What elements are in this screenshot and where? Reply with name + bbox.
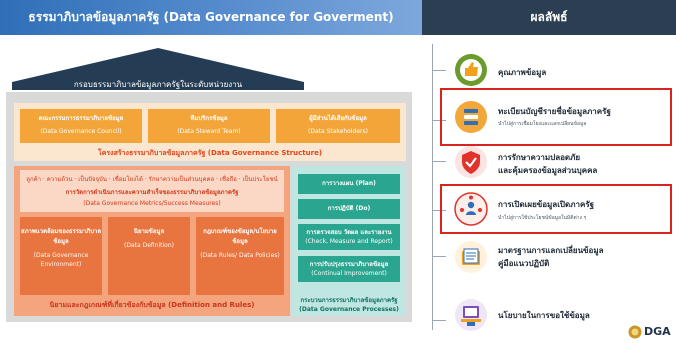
framework-roof [12, 48, 304, 90]
plan-card-title: การวางแผน (Plan) [322, 180, 376, 187]
result-title: การรักษาความปลอดภัย [498, 153, 581, 162]
result-title: นโยบายในการขอใช้ข้อมูล [498, 311, 590, 320]
check-card: การตรวจสอบ วัดผล และรายงาน (Check, Measu… [298, 224, 400, 250]
improvement-card-title: การปรับปรุงธรรมาภิบาลข้อมูล [309, 261, 389, 268]
highlight-box-open-data [440, 184, 672, 234]
standards-book-icon [455, 241, 487, 273]
process-label-title: กระบวนการธรรมาภิบาลข้อมูลภาครัฐ [300, 297, 398, 304]
steward-card-title: ทีมบริกรข้อมูล [190, 115, 228, 122]
results-header: ผลลัพธ์ [422, 0, 676, 35]
open-data-icon [454, 192, 488, 226]
timeline-tick [432, 120, 446, 121]
timeline-tick [432, 256, 446, 257]
plan-card: การวางแผน (Plan) [298, 174, 400, 194]
process-label-subtitle: (Data Governance Processes) [299, 306, 399, 313]
steward-card-subtitle: (Data Steward Team) [177, 128, 241, 135]
timeline-tick [432, 161, 446, 162]
definition-card: นิยามข้อมูล (Data Definition) [108, 217, 190, 295]
result-title: การเปิดเผยข้อมูลเปิดภาครัฐ [498, 200, 595, 209]
improvement-card-subtitle: (Continual Improvement) [311, 270, 387, 277]
environment-card: สภาพแวดล้อมของธรรมาภิบาลข้อมูล (Data Gov… [20, 217, 102, 295]
header-title: ธรรมาภิบาลข้อมูลภาครัฐ (Data Governance … [28, 10, 394, 24]
council-card-title: คณะกรรมการธรรมาภิบาลข้อมูล [38, 115, 124, 122]
council-card-subtitle: (Data Governance Council) [40, 128, 122, 135]
rules-card: กฎเกณฑ์ของข้อมูล/นโยบายข้อมูล (Data Rule… [196, 217, 284, 295]
result-title: ทะเบียนบัญชีรายชื่อข้อมูลภาครัฐ [498, 107, 611, 116]
environment-card-subtitle: (Data Governance Environment) [33, 252, 89, 268]
dga-emblem-icon [628, 325, 642, 339]
metrics-box: ลูกค้า · ความถ้วน · เป็นปัจจุบัน · เชื่อ… [20, 170, 284, 212]
header-banner: ธรรมาภิบาลข้อมูลภาครัฐ (Data Governance … [0, 0, 422, 35]
result-title: มาตรฐานการแลกเปลี่ยนข้อมูล [498, 246, 604, 255]
definition-label: นิยามและกฎเกณฑ์ที่เกี่ยวข้องกับข้อมูล (D… [49, 301, 255, 309]
check-card-title: การตรวจสอบ วัดผล และรายงาน [306, 229, 392, 236]
result-subtitle: นำไปสู่การใช้ประโยชน์ข้อมูลในมิติต่าง ๆ [498, 215, 587, 221]
data-policy-icon [455, 299, 487, 331]
improvement-card: การปรับปรุงธรรมาภิบาลข้อมูล (Continual I… [298, 256, 400, 282]
framework-roof-title: กรอบธรรมาภิบาลข้อมูลภาครัฐในระดับหน่วยงา… [73, 80, 243, 89]
timeline-tick [432, 210, 446, 211]
results-timeline [432, 44, 433, 330]
stakeholder-card-title: ผู้มีส่วนได้เสียกับข้อมูล [309, 115, 367, 122]
definition-card-subtitle: (Data Definition) [124, 242, 174, 249]
security-shield-icon [455, 146, 487, 178]
check-card-subtitle: (Check, Measure and Report) [305, 238, 393, 245]
definition-card-title: นิยามข้อมูล [133, 228, 165, 235]
metrics-keywords: ลูกค้า · ความถ้วน · เป็นปัจจุบัน · เชื่อ… [26, 176, 278, 183]
timeline-tick [432, 320, 446, 321]
rules-card-title: กฎเกณฑ์ของข้อมูล/นโยบายข้อมูล [203, 228, 277, 245]
metrics-title: การวัดการดำเนินการและความสำเร็จของธรรมาภ… [65, 189, 239, 196]
process-label: กระบวนการธรรมาภิบาลข้อมูลภาครัฐ (Data Go… [292, 296, 406, 314]
environment-card-title: สภาพแวดล้อมของธรรมาภิบาลข้อมูล [20, 228, 102, 245]
do-card-title: การปฏิบัติ (Do) [327, 205, 371, 212]
stakeholder-card-subtitle: (Data Stakeholders) [308, 128, 368, 135]
structure-label: โครงสร้างธรรมาภิบาลข้อมูลภาครัฐ (Data Go… [97, 149, 323, 157]
result-subtitle: นำไปสู่การเชื่อมโยงและแลกเปลี่ยนข้อมูล [498, 121, 587, 127]
highlight-box-catalog [440, 88, 672, 146]
results-title: ผลลัพธ์ [530, 10, 568, 24]
metrics-subtitle: (Data Governance Metrics/Success Measure… [83, 200, 221, 207]
data-catalog-icon [455, 101, 487, 133]
result-title-line2: และคุ้มครองข้อมูลส่วนบุคคล [498, 166, 598, 175]
council-card: คณะกรรมการธรรมาภิบาลข้อมูล (Data Governa… [20, 109, 142, 143]
result-title: คุณภาพข้อมูล [498, 68, 547, 77]
result-title-line2: คู่มือแนวปฏิบัติ [498, 259, 550, 268]
steward-card: ทีมบริกรข้อมูล (Data Steward Team) [148, 109, 270, 143]
do-card: การปฏิบัติ (Do) [298, 199, 400, 219]
dga-logo: DGA [644, 325, 671, 338]
timeline-tick [432, 70, 446, 71]
rules-card-subtitle: (Data Rules/ Data Policies) [200, 252, 280, 259]
quality-thumbs-up-icon [455, 54, 487, 86]
stakeholder-card: ผู้มีส่วนได้เสียกับข้อมูล (Data Stakehol… [276, 109, 400, 143]
